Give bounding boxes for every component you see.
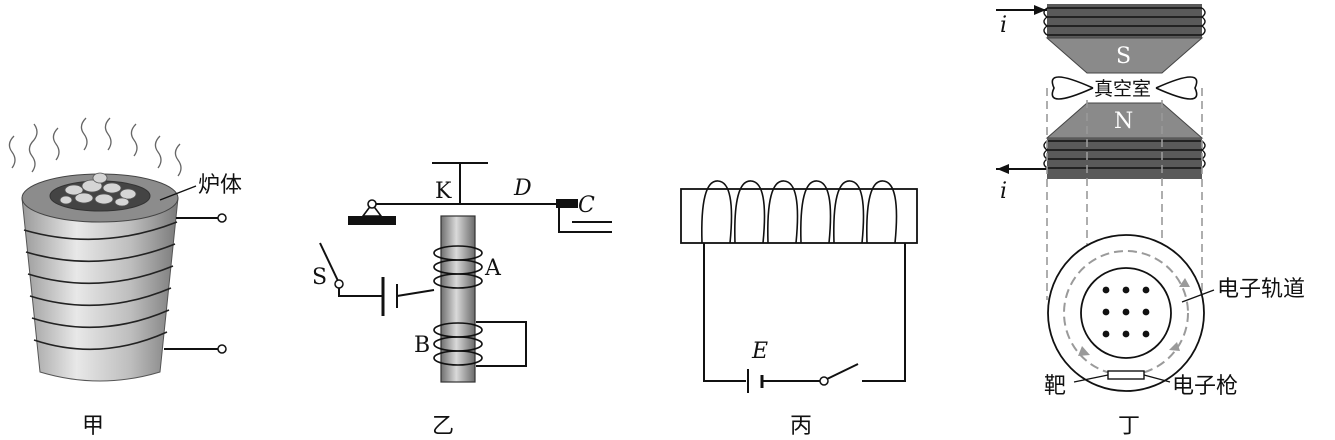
label-S-pole: S — [1116, 44, 1131, 69]
circuit-wire-left — [338, 284, 383, 297]
label-i-bottom: i — [1000, 179, 1007, 204]
orbit-arrow-lower-left — [1078, 346, 1090, 356]
bottom-coil-lines — [1047, 140, 1202, 169]
caption-ding: 丁 — [1118, 414, 1140, 439]
orbit-arrow-right — [1179, 278, 1190, 287]
arrow-i-bottom — [997, 164, 1009, 174]
furnace-label-pointer — [159, 185, 197, 201]
bing-switch-pivot — [819, 376, 829, 386]
arrow-i-top — [1034, 5, 1046, 15]
contact-C — [556, 199, 578, 208]
label-vacuum: 真空室 — [1094, 78, 1151, 100]
label-i-top: i — [1000, 13, 1007, 38]
top-coil-lines — [1047, 7, 1202, 36]
coil-B — [433, 322, 483, 366]
furnace-coil — [23, 221, 178, 351]
coil-A — [433, 245, 483, 289]
heat-wisps — [8, 117, 182, 177]
label-D: D — [513, 176, 532, 201]
orbit-pointer — [1181, 289, 1215, 303]
bottom-coil-loops — [1043, 140, 1206, 169]
coil-B-closed-loop — [476, 321, 527, 367]
label-B: B — [414, 333, 430, 358]
panel-yi: K D C A B S 乙 — [312, 162, 612, 439]
target-pointer — [1073, 374, 1109, 383]
panel-jia: 炉体 甲 — [8, 117, 242, 439]
label-E: E — [751, 339, 768, 364]
label-A: A — [484, 256, 502, 281]
circuit-wire-top — [396, 289, 435, 297]
label-C: C — [578, 193, 595, 218]
furnace-label: 炉体 — [198, 173, 242, 198]
switch-S-blade — [319, 242, 340, 284]
top-magnet-block — [1047, 4, 1202, 38]
vacuum-chamber-right — [1155, 76, 1198, 100]
top-coil-loops — [1043, 7, 1206, 36]
electron-gun — [1107, 370, 1145, 380]
panel-ding: S i 真空室 N i — [996, 4, 1305, 439]
gun-pointer — [1143, 374, 1171, 383]
panel-bing: E 丙 — [680, 180, 918, 439]
caption-bing: 丙 — [790, 414, 812, 439]
bing-circuit-left — [703, 243, 746, 382]
field-dots — [1102, 286, 1150, 338]
pivot-pin — [367, 199, 377, 209]
label-N-pole: N — [1114, 109, 1133, 134]
pivot-base — [348, 216, 396, 225]
bing-switch-blade — [826, 363, 859, 380]
label-gun: 电子枪 — [1172, 374, 1238, 399]
caption-jia: 甲 — [82, 414, 104, 439]
electron-orbit — [1063, 250, 1189, 376]
switch-S-pivot — [334, 279, 344, 289]
contact-C-lead-1 — [558, 208, 612, 233]
terminal-bottom — [217, 344, 227, 354]
solenoid-coil — [701, 180, 898, 244]
top-pole-S — [1045, 37, 1204, 74]
label-S-switch: S — [312, 265, 327, 290]
terminal-top — [217, 213, 227, 223]
label-target: 靶 — [1044, 374, 1066, 399]
bing-circuit-right — [862, 243, 906, 382]
orbit-arrow-lower-right — [1169, 342, 1180, 351]
vacuum-chamber-left — [1051, 76, 1094, 100]
label-orbit: 电子轨道 — [1217, 277, 1305, 302]
projection-lines — [1046, 88, 1203, 300]
label-K: K — [435, 179, 452, 204]
solenoid-core — [680, 188, 918, 244]
ore-lumps — [59, 172, 137, 207]
iron-core — [440, 215, 476, 383]
furnace-body — [21, 197, 179, 382]
caption-yi: 乙 — [432, 414, 454, 439]
